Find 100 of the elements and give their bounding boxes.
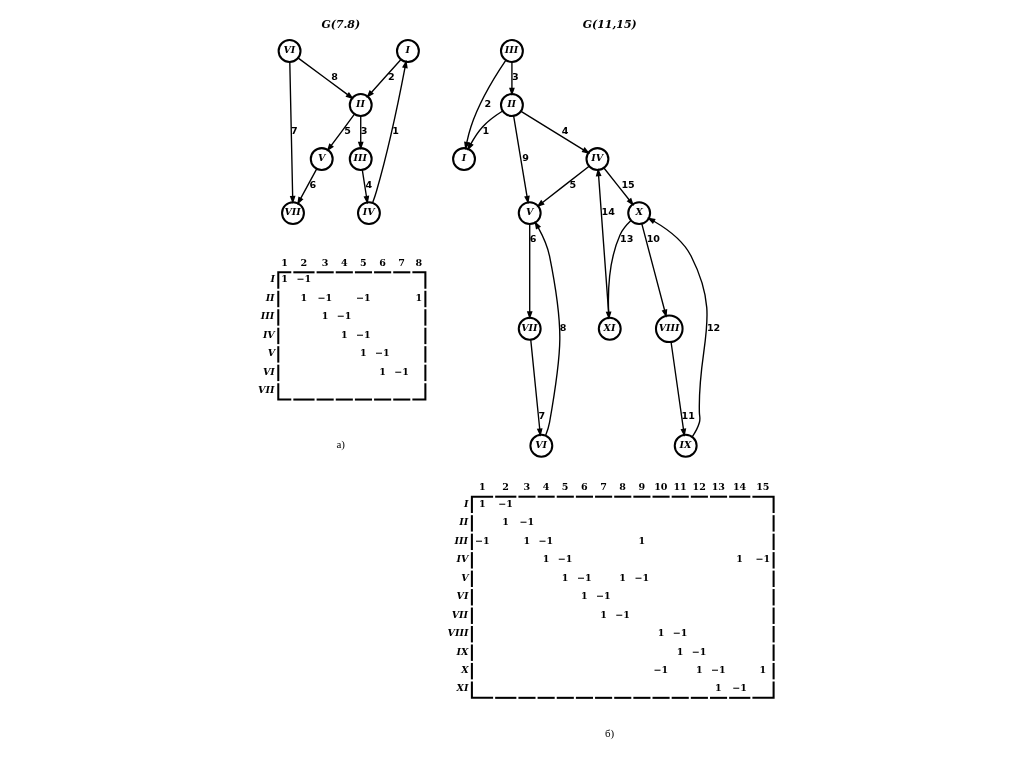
- edge-label: 8: [559, 321, 567, 333]
- label: V: [461, 571, 469, 583]
- label: −1: [355, 328, 371, 340]
- label: −1: [732, 682, 747, 694]
- label: −1: [296, 273, 312, 285]
- label: −1: [711, 664, 726, 675]
- label: 1: [281, 256, 289, 268]
- label: 7: [398, 256, 406, 268]
- label: 7: [600, 481, 607, 493]
- edge-label: 12: [706, 321, 721, 333]
- label: −1: [634, 571, 650, 583]
- label: −1: [317, 291, 333, 303]
- label: −1: [615, 608, 630, 620]
- label: V: [267, 347, 276, 359]
- label: 1: [415, 291, 423, 303]
- edge-label: 11: [681, 410, 695, 422]
- label: II: [459, 516, 469, 528]
- edge-label: 15: [621, 178, 635, 190]
- label: XI: [456, 682, 469, 694]
- label: 8: [415, 256, 423, 268]
- label: −1: [355, 291, 371, 303]
- label: 1: [600, 608, 607, 620]
- label: 14: [732, 481, 747, 493]
- label: IV: [456, 553, 469, 565]
- edge-label: 13: [620, 232, 634, 244]
- label: I: [270, 273, 275, 285]
- label: 1: [736, 553, 743, 565]
- label: 1: [638, 534, 646, 546]
- edge-label: 10: [646, 232, 661, 244]
- label: 4: [340, 256, 348, 268]
- label: 1: [676, 645, 684, 657]
- label: G(11,15): [582, 17, 637, 31]
- label: 4: [542, 481, 550, 493]
- label: 1: [281, 273, 289, 285]
- label: G(7.8): [321, 17, 361, 31]
- label: 1: [523, 534, 531, 546]
- edge-label: 5: [569, 178, 577, 190]
- label: а): [336, 438, 345, 451]
- label: 1: [340, 328, 348, 340]
- label: −1: [375, 347, 390, 359]
- label: −1: [672, 627, 688, 639]
- label: −1: [596, 590, 611, 602]
- label: VII: [451, 608, 469, 620]
- label: 1: [715, 682, 722, 694]
- label: −1: [394, 365, 409, 377]
- label: VIII: [447, 627, 469, 639]
- label: −1: [498, 497, 513, 509]
- label: 1: [360, 347, 367, 359]
- label: IX: [456, 645, 469, 657]
- label: −1: [653, 664, 669, 675]
- label: −1: [557, 553, 573, 565]
- edge-label: 7: [538, 410, 546, 422]
- label: 2: [502, 481, 509, 493]
- label: 1: [479, 481, 486, 493]
- edge-label: 4: [561, 124, 569, 136]
- label: 3: [523, 481, 531, 493]
- label: 1: [542, 553, 550, 565]
- label: III: [454, 534, 468, 546]
- label: 1: [581, 590, 588, 602]
- label: б): [604, 727, 615, 740]
- label: 1: [502, 516, 509, 528]
- label: 1: [479, 497, 486, 509]
- label: VI: [262, 365, 275, 377]
- label: 3: [321, 256, 329, 268]
- label: 1: [561, 571, 569, 583]
- label: 12: [692, 481, 706, 493]
- label: −1: [474, 534, 490, 546]
- label: 1: [695, 664, 703, 675]
- label: 1: [759, 664, 767, 675]
- edge-label: 9: [522, 151, 529, 163]
- edge-label: 5: [344, 124, 351, 136]
- label: −1: [336, 310, 352, 322]
- label: VI: [456, 590, 469, 602]
- label: −1: [576, 571, 592, 583]
- label: −1: [755, 553, 771, 565]
- label: 8: [619, 481, 626, 493]
- label: 1: [619, 571, 626, 583]
- label: IV: [262, 328, 275, 340]
- label: 1: [379, 365, 386, 377]
- edge-label: 8: [331, 70, 338, 82]
- edge-label: 1: [482, 124, 490, 136]
- label: II: [265, 291, 275, 303]
- label: −1: [691, 645, 707, 657]
- label: X: [461, 664, 469, 675]
- label: 15: [756, 481, 770, 493]
- label: 2: [300, 256, 308, 268]
- edge-label: 2: [484, 97, 492, 109]
- label: 5: [561, 481, 569, 493]
- edge-label: 6: [529, 232, 537, 244]
- edge-label: 2: [388, 70, 395, 82]
- label: 1: [300, 291, 308, 303]
- label: 11: [673, 481, 687, 493]
- label: 6: [379, 256, 386, 268]
- label: 13: [711, 481, 725, 493]
- label: 9: [638, 481, 646, 493]
- edge-label: 14: [601, 205, 615, 217]
- label: I: [464, 497, 469, 509]
- edge-label: 4: [365, 178, 373, 190]
- label: −1: [519, 516, 535, 528]
- label: VII: [258, 384, 275, 396]
